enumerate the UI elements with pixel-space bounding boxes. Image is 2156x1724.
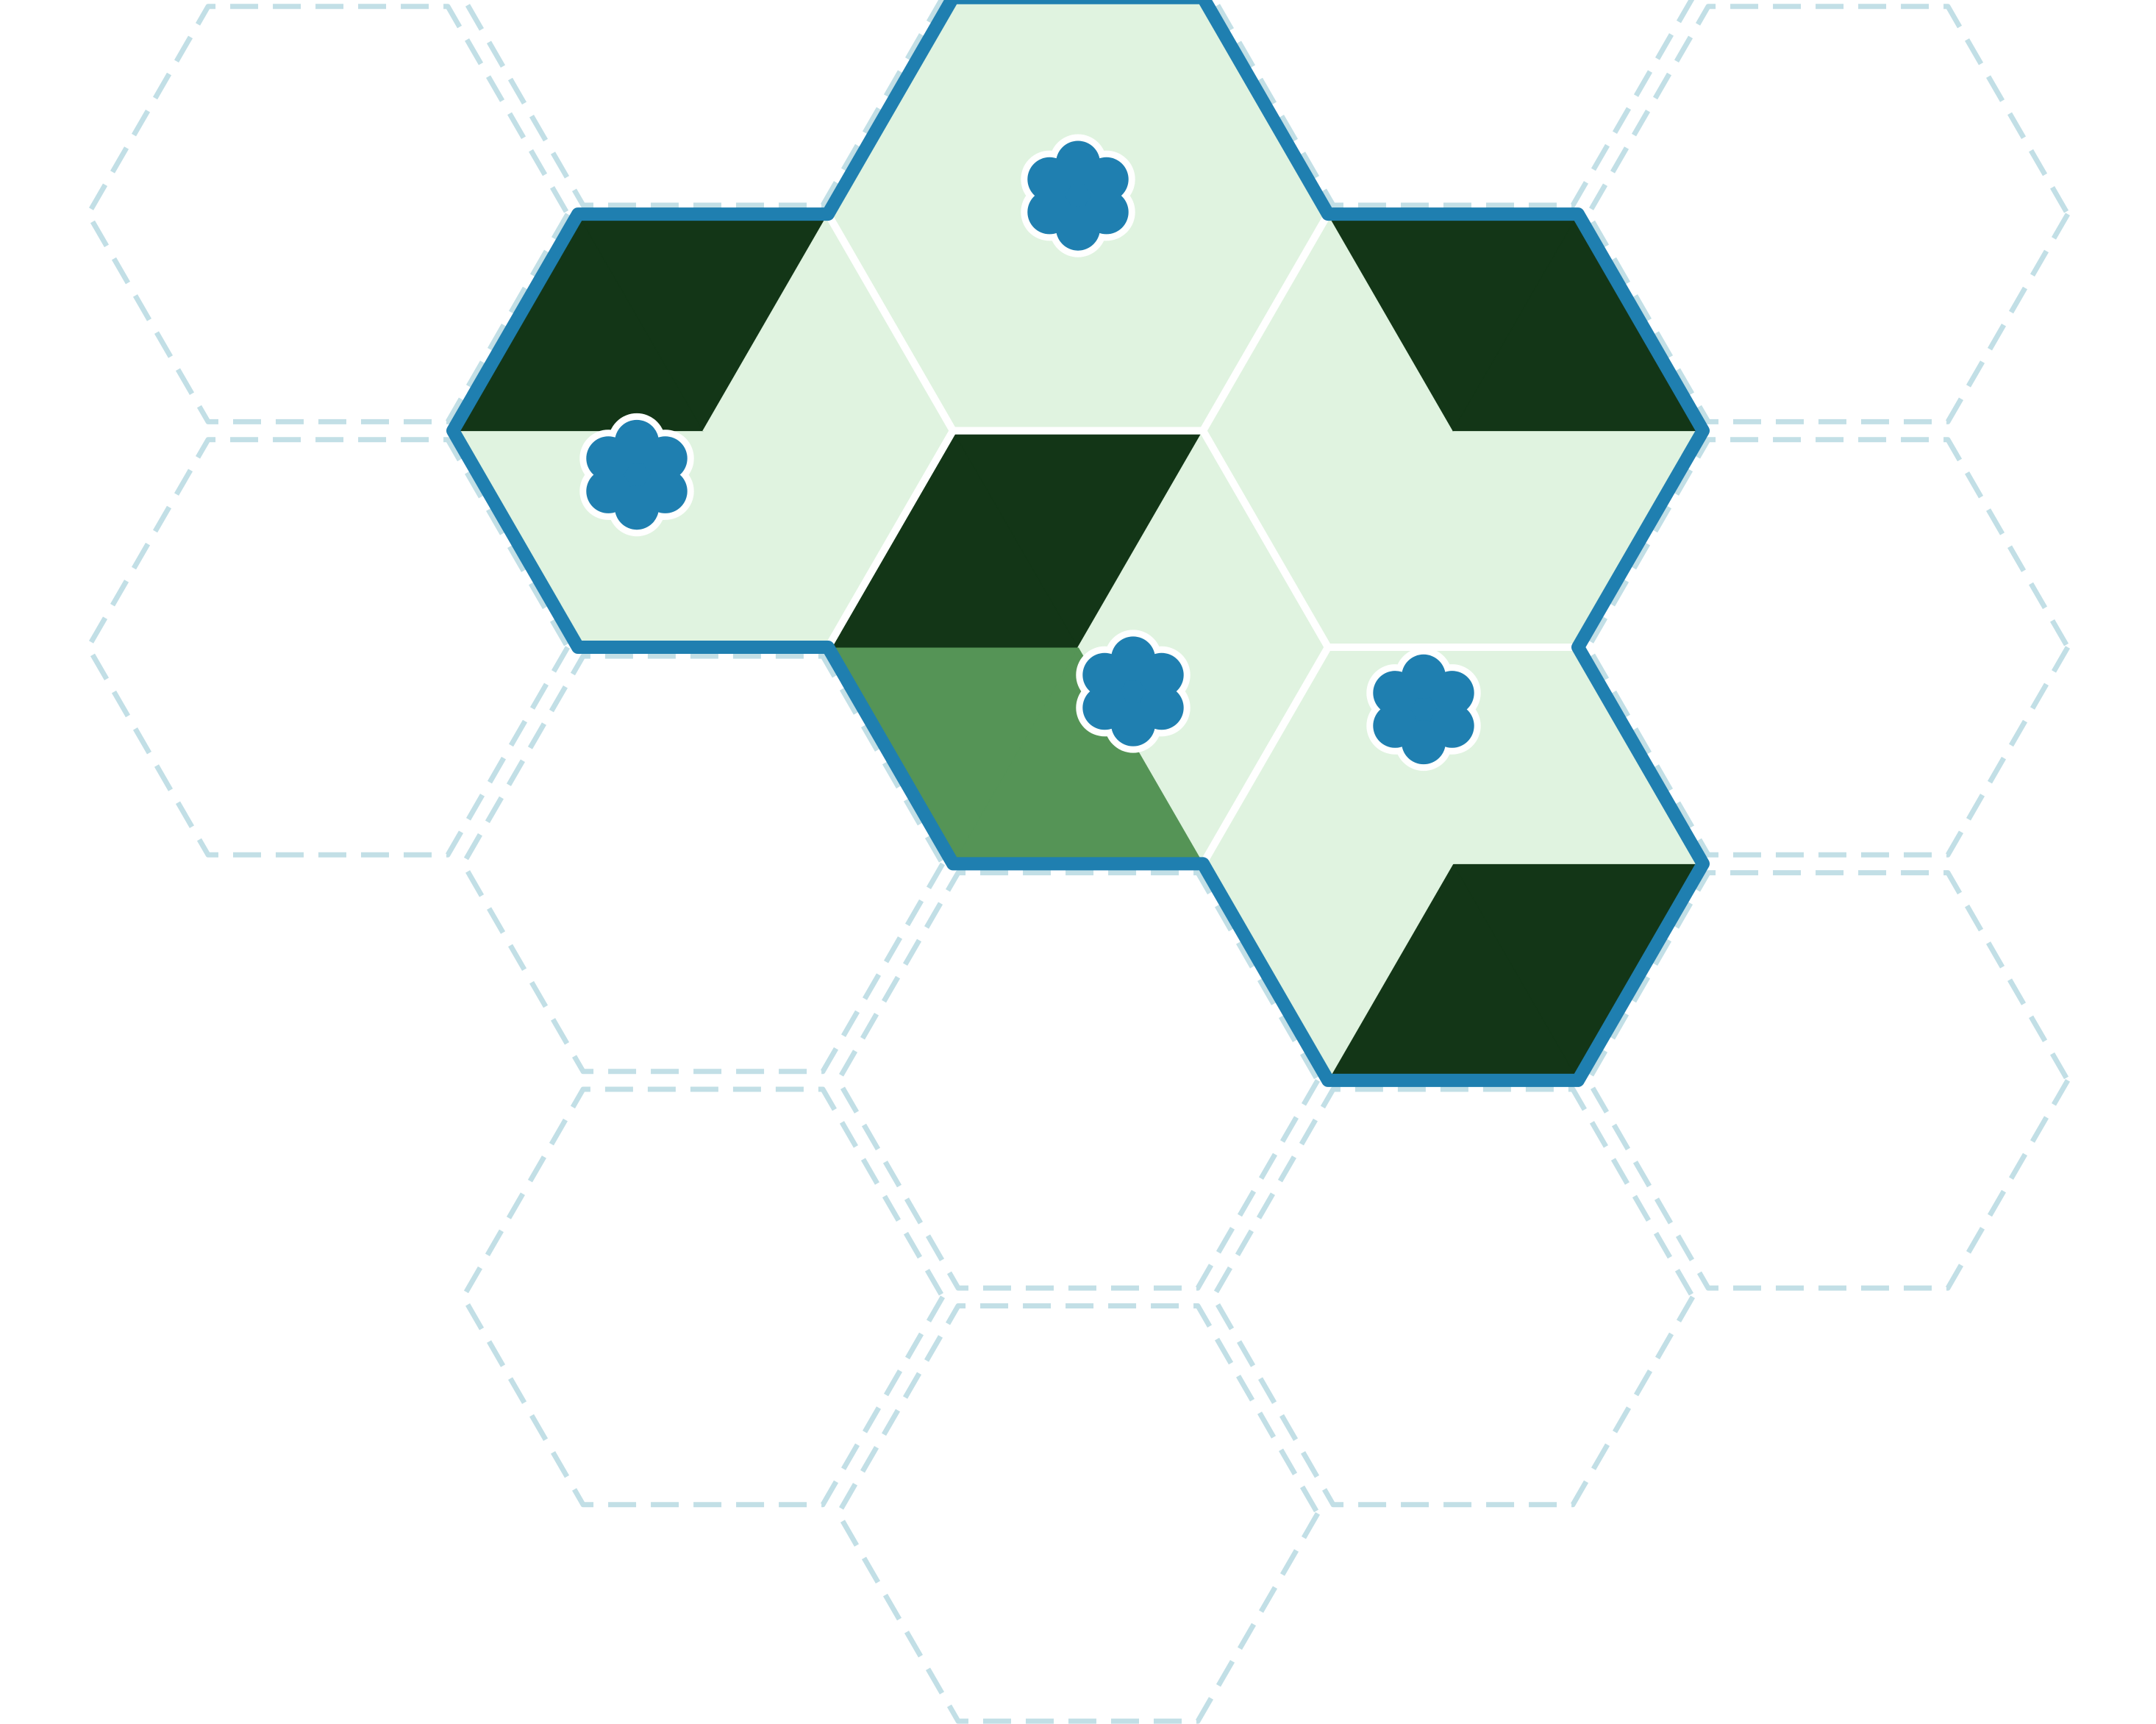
empty-tile-slot[interactable] xyxy=(85,437,571,858)
empty-tile-slot[interactable] xyxy=(835,1303,1321,1724)
empty-tile-slot[interactable] xyxy=(461,0,945,208)
placed-group-border xyxy=(446,0,1710,1087)
empty-tile-slot[interactable] xyxy=(1585,4,2071,424)
flower-token-petals xyxy=(1027,140,1129,251)
placed-group-outline xyxy=(446,0,1710,1087)
flower-token[interactable] xyxy=(1366,647,1481,772)
flower-token[interactable] xyxy=(579,413,694,537)
flower-token[interactable] xyxy=(1021,134,1135,257)
flower-token-petals xyxy=(1082,636,1184,747)
empty-tile-slot[interactable] xyxy=(460,653,946,1075)
placed-tile xyxy=(827,0,1329,432)
placed-tile xyxy=(1202,213,1704,648)
empty-tile-slot[interactable] xyxy=(85,4,571,424)
empty-tile-slot[interactable] xyxy=(1585,870,2071,1291)
empty-tile-slot[interactable] xyxy=(1210,1086,1696,1508)
empty-tile-slot[interactable] xyxy=(460,1086,946,1508)
empty-tile-slot[interactable] xyxy=(835,870,1321,1291)
empty-tile-slot[interactable] xyxy=(1211,0,1695,208)
flower-token-petals xyxy=(1373,654,1474,765)
flower-token[interactable] xyxy=(1076,630,1191,753)
placed-tile xyxy=(827,430,1329,865)
tokens-layer xyxy=(579,134,1481,772)
empty-tile-slot[interactable] xyxy=(1585,437,2071,858)
flower-token-petals xyxy=(586,419,688,530)
